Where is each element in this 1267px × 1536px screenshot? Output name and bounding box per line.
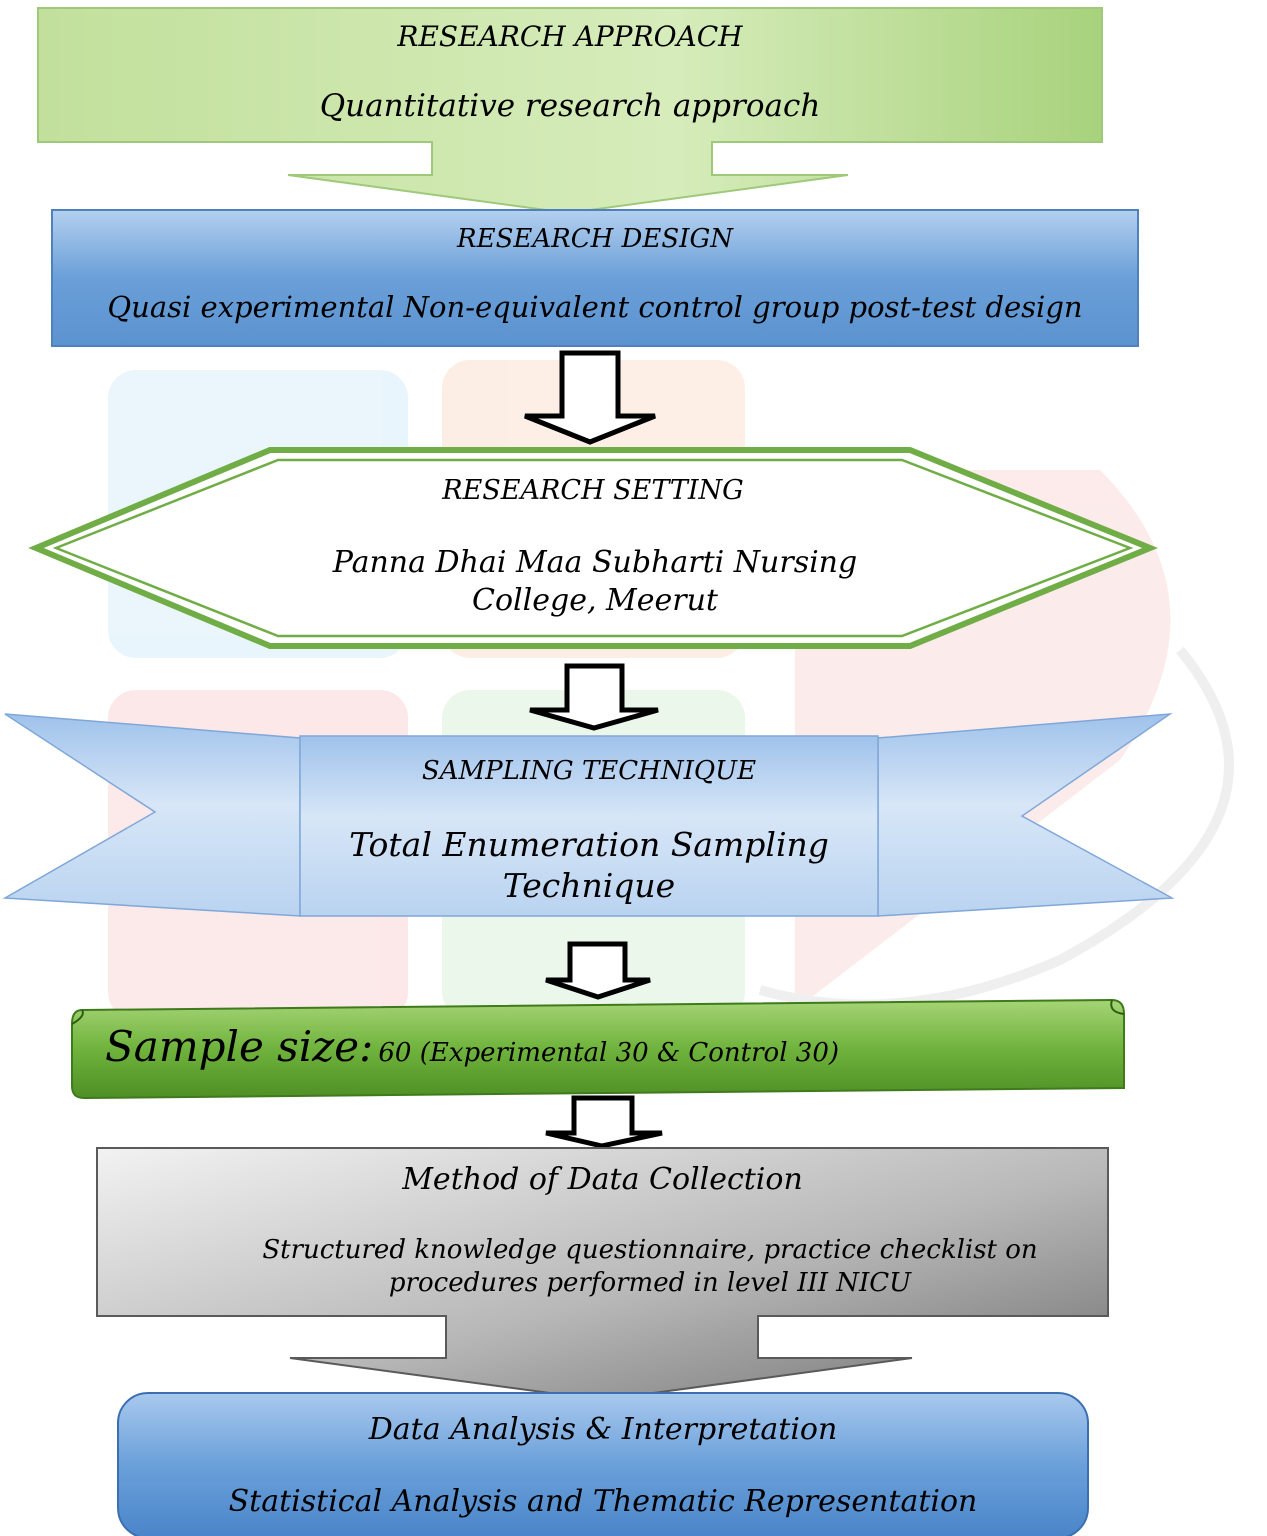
- sample-size-line: Sample size: 60 (Experimental 30 & Contr…: [105, 1022, 1105, 1071]
- sample-size-shape: [71, 998, 1125, 1100]
- research-setting-shape: [28, 447, 1158, 649]
- sampling-technique-body: Total Enumeration Sampling Technique: [349, 825, 829, 906]
- research-setting-body: Panna Dhai Maa Subharti Nursing College,…: [332, 545, 858, 618]
- down-arrow-icon-1: [524, 350, 656, 445]
- data-analysis-body: Statistical Analysis and Thematic Repres…: [228, 1484, 978, 1519]
- sample-size-value: 60 (Experimental 30 & Control 30): [378, 1038, 840, 1068]
- research-approach-shape: [37, 7, 1103, 215]
- research-design-shape: [51, 209, 1139, 347]
- down-arrow-icon-2: [529, 663, 659, 731]
- sample-size-label: Sample size:: [105, 1022, 374, 1071]
- sampling-technique-shape: [2, 713, 1175, 917]
- research-approach-body: Quantitative research approach: [319, 88, 821, 124]
- research-setting-title: RESEARCH SETTING: [442, 475, 744, 506]
- research-design-body: Quasi experimental Non-equivalent contro…: [107, 290, 1083, 324]
- data-collection-title: Method of Data Collection: [402, 1162, 803, 1197]
- research-approach-title: RESEARCH APPROACH: [397, 20, 743, 53]
- sampling-technique-title: SAMPLING TECHNIQUE: [421, 756, 757, 786]
- data-collection-body: Structured knowledge questionnaire, prac…: [262, 1235, 1038, 1298]
- down-arrow-icon-3: [545, 941, 651, 1000]
- down-arrow-icon-4: [545, 1095, 663, 1149]
- data-analysis-title: Data Analysis & Interpretation: [368, 1412, 838, 1447]
- data-collection-shape: [96, 1147, 1109, 1402]
- research-design-title: RESEARCH DESIGN: [457, 224, 733, 254]
- data-analysis-shape: [117, 1392, 1089, 1536]
